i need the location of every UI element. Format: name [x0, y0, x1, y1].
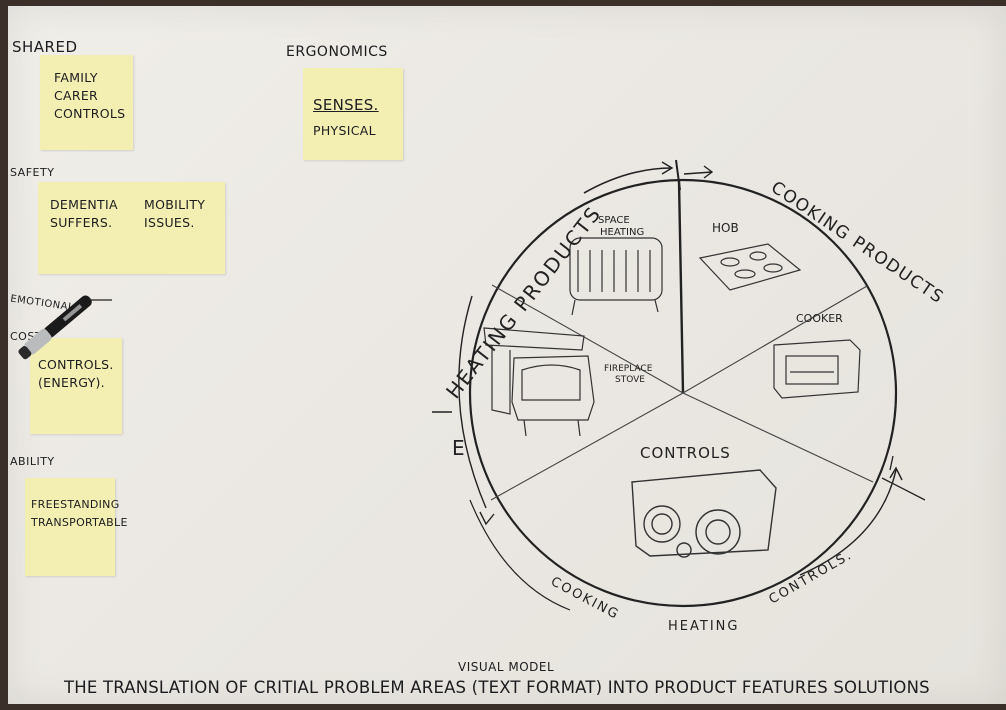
svg-text:E: E: [452, 436, 465, 460]
label-space-heating-2: HEATING: [600, 227, 644, 238]
cooker-sketch: [773, 339, 861, 399]
caption-line: THE TRANSLATION OF CRITIAL PROBLEM AREAS…: [64, 678, 930, 697]
label-bottom-heating: HEATING: [668, 619, 739, 634]
label-cooker: COOKER: [796, 312, 843, 325]
sticky-note-cost: CONTROLS. (ENERGY).: [30, 338, 122, 434]
paper-sheet: [8, 6, 1006, 704]
label-cooking-products: COOKING PRODUCTS: [767, 178, 947, 309]
note-text-mobility: MOBILITY ISSUES.: [144, 197, 206, 230]
caption-annotation: VISUAL MODEL: [458, 660, 555, 674]
sticky-note-ergonomics: SENSES. PHYSICAL: [303, 68, 403, 160]
note-text-physical: PHYSICAL: [313, 123, 376, 138]
label-hob: HOB: [712, 221, 739, 235]
stove-sketch: [483, 327, 595, 437]
sticky-note-ability: FREESTANDING TRANSPORTABLE: [25, 478, 127, 576]
note-text-senses: SENSES.: [313, 96, 379, 114]
note-text-controls-energy: CONTROLS. (ENERGY).: [38, 357, 114, 390]
outer-circle: [468, 178, 898, 608]
label-space-heating-1: SPACE: [598, 215, 630, 226]
note-text-dementia: DEMENTIA SUFFERS.: [50, 197, 118, 230]
hob-sketch: [698, 243, 802, 291]
category-safety: SAFETY: [10, 166, 55, 179]
category-ergonomics: ERGONOMICS: [286, 44, 388, 60]
note-text-shared: FAMILY CARER CONTROLS: [54, 70, 126, 121]
label-bottom-controls: CONTROLS.: [767, 548, 856, 608]
space-heater-sketch: [569, 237, 663, 316]
label-fireplace-2: STOVE: [615, 375, 645, 385]
category-ability: ABILITY: [10, 455, 55, 468]
sticky-note-shared: FAMILY CARER CONTROLS: [40, 55, 133, 150]
label-fireplace-1: FIREPLACE: [604, 364, 653, 374]
sticky-note-safety: DEMENTIA SUFFERS. MOBILITY ISSUES.: [38, 182, 225, 274]
category-shared: SHARED: [12, 38, 78, 56]
controls-sketch: [631, 469, 777, 558]
note-text-freestanding: FREESTANDING TRANSPORTABLE: [31, 498, 128, 529]
label-controls: CONTROLS: [640, 444, 731, 462]
label-heating-products: HEATING PRODUCTS: [441, 201, 606, 403]
